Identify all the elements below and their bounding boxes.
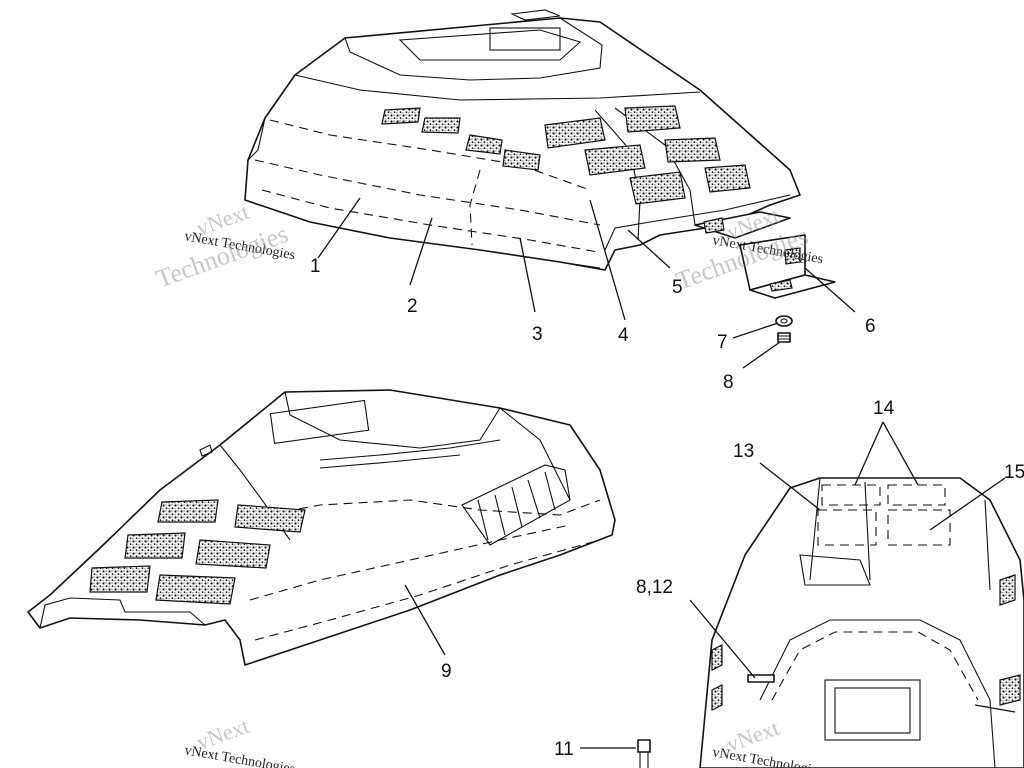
screw-part-8	[777, 332, 791, 343]
hood-top-assembly	[244, 9, 801, 271]
bracket-part-6	[694, 211, 836, 299]
callout-2: 2	[407, 296, 418, 317]
callout-7: 7	[717, 332, 728, 353]
callout-8: 8	[723, 372, 734, 393]
washer-part-7	[775, 315, 793, 327]
callout-5: 5	[672, 277, 683, 298]
leader-lines	[317, 197, 1016, 749]
callout-1: 1	[310, 256, 321, 277]
hood-middle-assembly	[27, 389, 616, 666]
callout-numbers: 1 2 3 4 5 6 7 8 9 11 13 14 15 8,12	[310, 256, 1024, 760]
callout-9: 9	[441, 661, 452, 682]
callout-15: 15	[1004, 462, 1024, 483]
callout-8-12: 8,12	[636, 577, 673, 598]
callout-11: 11	[554, 739, 574, 760]
callout-13: 13	[733, 441, 754, 462]
callout-3: 3	[532, 324, 543, 345]
callout-6: 6	[865, 316, 876, 337]
hood-right-partial	[699, 477, 1024, 768]
callout-14: 14	[873, 398, 895, 419]
screw-part-11	[637, 739, 651, 768]
callout-4: 4	[618, 325, 629, 346]
watermark-company-3: vNext Technologies	[183, 743, 296, 768]
